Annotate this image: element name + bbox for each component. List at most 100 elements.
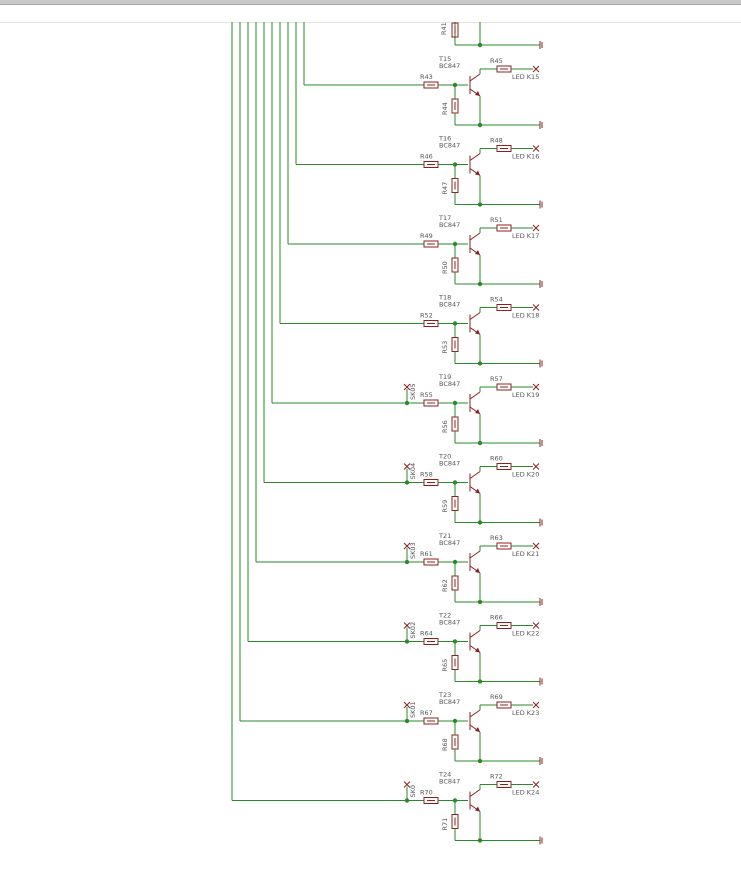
x-stroke bbox=[532, 145, 540, 152]
x-terminal-icon bbox=[403, 781, 411, 788]
base-resistor bbox=[423, 161, 439, 168]
transistor-collector bbox=[469, 709, 481, 718]
input-label: SK05 bbox=[409, 383, 417, 400]
collector-resistor bbox=[496, 145, 512, 152]
x-terminal-icon bbox=[532, 542, 540, 550]
collector-resistor-label: R48 bbox=[490, 137, 503, 145]
transistor-symbol bbox=[469, 232, 481, 256]
emitter-arrow bbox=[475, 329, 480, 335]
collector-resistor bbox=[496, 463, 512, 470]
collector-resistor-label: R66 bbox=[490, 614, 503, 622]
pulldown-resistor-label: R47 bbox=[441, 182, 449, 195]
pulldown-resistor bbox=[451, 575, 459, 591]
input-label: SK04 bbox=[409, 463, 417, 480]
transistor-type-label: BC847 bbox=[439, 301, 460, 309]
emitter-arrow bbox=[475, 409, 480, 414]
emitter-arrow bbox=[475, 647, 480, 653]
emitter-arrow bbox=[475, 806, 480, 812]
input-label: SK03 bbox=[409, 542, 417, 559]
transistor-collector bbox=[469, 153, 481, 161]
ground-connector bbox=[539, 41, 543, 49]
pulldown-resistor-label: R65 bbox=[441, 659, 449, 672]
collector-resistor-label: R54 bbox=[490, 296, 503, 304]
base-resistor bbox=[423, 558, 439, 566]
transistor-type-label: BC847 bbox=[439, 778, 460, 786]
pulldown-resistor-label: R50 bbox=[441, 261, 449, 274]
x-stroke bbox=[403, 701, 411, 709]
base-resistor-label: R67 bbox=[420, 709, 433, 717]
x-terminal-icon bbox=[532, 224, 540, 232]
transistor-collector bbox=[469, 73, 481, 82]
pulldown-resistor bbox=[451, 98, 459, 114]
collector-resistor bbox=[496, 383, 512, 391]
transistor-collector bbox=[469, 391, 481, 400]
collector-resistor-label: R51 bbox=[490, 216, 503, 224]
ground-connector bbox=[539, 280, 543, 288]
base-resistor bbox=[423, 797, 439, 804]
base-resistor-label: R64 bbox=[420, 630, 433, 638]
transistor-symbol bbox=[469, 789, 481, 812]
ground-connector bbox=[539, 598, 543, 606]
collector-resistor-label: R69 bbox=[490, 693, 503, 701]
transistor-type-label: BC847 bbox=[439, 380, 460, 388]
transistor-label: T22 bbox=[438, 612, 451, 620]
x-stroke bbox=[532, 781, 540, 788]
transistor-label: T23 bbox=[438, 691, 451, 699]
x-stroke bbox=[532, 65, 540, 73]
emitter-arrow bbox=[475, 568, 480, 573]
transistor-collector bbox=[469, 312, 481, 320]
transistor-type-label: BC847 bbox=[439, 698, 460, 706]
transistor-collector bbox=[469, 630, 481, 638]
emitter-arrow bbox=[475, 91, 480, 96]
base-resistor-label: R52 bbox=[420, 312, 433, 320]
toolbar-separator bbox=[0, 22, 741, 23]
x-stroke bbox=[403, 383, 411, 391]
junction-dot bbox=[477, 42, 483, 48]
x-terminal-icon bbox=[532, 383, 540, 391]
ground-connector bbox=[539, 677, 543, 686]
ground-connector bbox=[539, 439, 543, 447]
base-resistor-label: R55 bbox=[420, 391, 433, 399]
pulldown-resistor bbox=[451, 734, 459, 750]
transistor-collector bbox=[469, 789, 481, 797]
transistor-type-label: BC847 bbox=[439, 142, 460, 150]
transistor-symbol bbox=[469, 312, 481, 335]
transistor-type-label: BC847 bbox=[439, 62, 460, 70]
base-resistor-label: R58 bbox=[420, 471, 433, 479]
x-terminal-icon bbox=[532, 622, 540, 629]
led-net-label: LED K15 bbox=[512, 73, 539, 81]
transistor-symbol bbox=[469, 73, 481, 97]
pulldown-resistor bbox=[451, 178, 459, 193]
x-stroke bbox=[532, 463, 540, 470]
base-resistor-label: R43 bbox=[420, 73, 433, 81]
base-resistor bbox=[423, 320, 439, 327]
x-terminal-icon bbox=[403, 701, 411, 709]
emitter-arrow bbox=[475, 170, 480, 176]
transistor-label: T16 bbox=[438, 135, 451, 143]
base-resistor-label: R49 bbox=[420, 232, 433, 240]
ground-connector bbox=[539, 836, 543, 845]
collector-resistor bbox=[496, 224, 512, 232]
transistor-symbol bbox=[469, 391, 481, 415]
led-net-label: LED K17 bbox=[512, 232, 539, 240]
x-terminal-icon bbox=[532, 145, 540, 152]
base-resistor bbox=[423, 717, 439, 725]
x-terminal-icon bbox=[403, 383, 411, 391]
transistor-type-label: BC847 bbox=[439, 539, 460, 547]
x-stroke bbox=[403, 542, 411, 550]
input-label: SK0 bbox=[409, 785, 417, 798]
base-resistor bbox=[423, 81, 439, 89]
collector-resistor-label: R63 bbox=[490, 534, 503, 542]
pulldown-resistor bbox=[451, 337, 459, 352]
pulldown-resistor-label: R71 bbox=[441, 818, 449, 831]
transistor-type-label: BC847 bbox=[439, 221, 460, 229]
transistor-collector bbox=[469, 550, 481, 559]
ground-connector bbox=[539, 518, 543, 527]
